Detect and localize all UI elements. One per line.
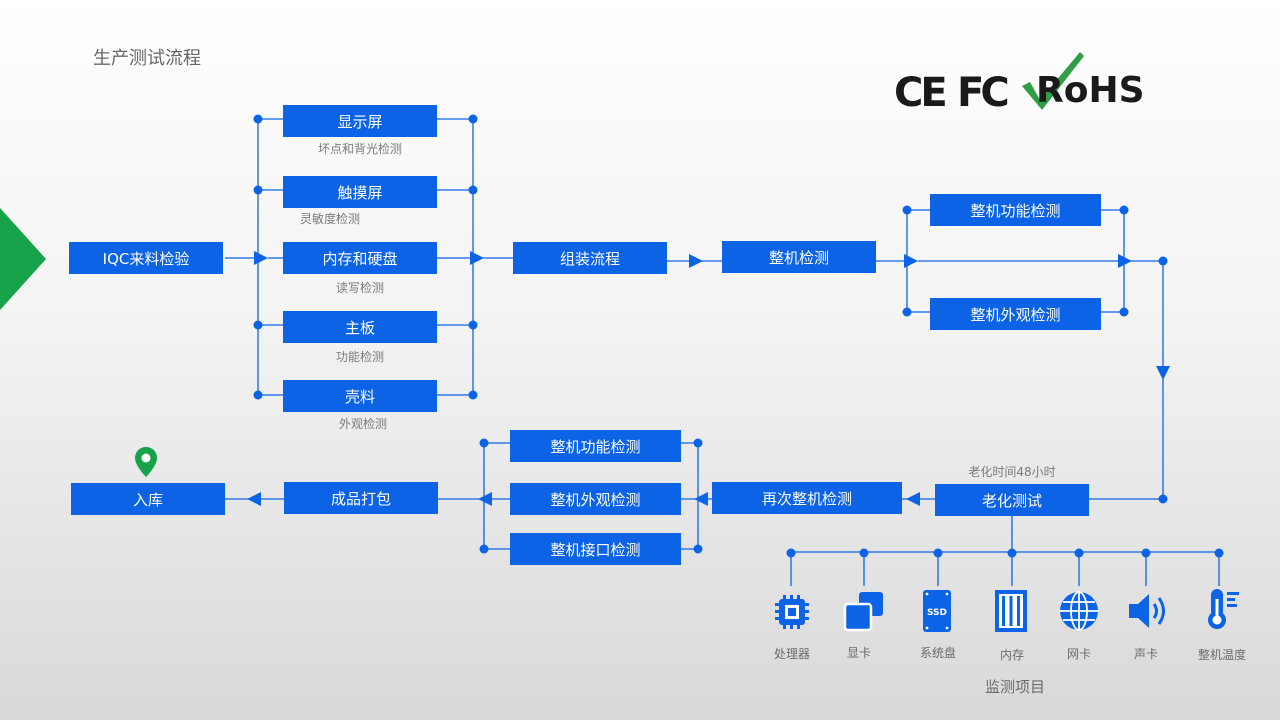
node-display-sub: 坏点和背光检测 [317, 142, 402, 156]
monitor-label-temperature: 整机温度 [1197, 648, 1246, 662]
ssd-icon: SSD [923, 590, 951, 632]
start-chevron [0, 208, 46, 310]
ce-logo: CE [894, 70, 948, 116]
monitor-label-gpu: 显卡 [846, 646, 871, 660]
thermometer-icon [1208, 589, 1239, 629]
node-board-sub: 功能检测 [335, 350, 384, 364]
node-func-check-2: 整机功能检测 [510, 430, 681, 462]
monitor-label-cpu: 处理器 [773, 647, 810, 661]
node-look-check-2: 整机外观检测 [510, 483, 681, 515]
rohs-logo: RoHS [1036, 70, 1145, 111]
gpu-icon [843, 592, 883, 632]
node-packing: 成品打包 [284, 482, 438, 514]
node-display: 显示屏 [283, 105, 437, 137]
node-storage: 入库 [71, 483, 225, 515]
node-port-check: 整机接口检测 [510, 533, 681, 565]
monitor-label-network: 网卡 [1066, 647, 1091, 661]
monitor-label-memory: 内存 [999, 648, 1024, 662]
node-assembly: 组装流程 [513, 242, 667, 274]
network-icon [1060, 591, 1098, 631]
ssd-badge: SSD [927, 608, 947, 618]
node-board: 主板 [283, 311, 437, 343]
check-icon [1022, 52, 1084, 110]
node-recheck: 再次整机检测 [712, 482, 902, 514]
node-iqc: IQC来料检验 [69, 242, 223, 274]
node-shell-sub: 外观检测 [338, 417, 387, 431]
cpu-icon [775, 595, 809, 629]
location-pin-icon [135, 447, 157, 477]
monitor-title: 监测项目 [985, 678, 1046, 696]
page-title: 生产测试流程 [93, 48, 201, 69]
monitor-label-speaker: 声卡 [1133, 647, 1158, 661]
node-touch: 触摸屏 [283, 176, 437, 208]
monitor-label-ssd: 系统盘 [919, 646, 956, 660]
node-touch-sub: 灵敏度检测 [299, 212, 360, 226]
node-memory: 内存和硬盘 [283, 242, 437, 274]
speaker-icon [1129, 594, 1165, 628]
node-aging-sub: 老化时间48小时 [968, 465, 1056, 479]
node-func-check-1: 整机功能检测 [930, 194, 1101, 226]
node-aging: 老化测试 [935, 484, 1089, 516]
node-whole-check: 整机检测 [722, 241, 876, 273]
fc-logo: FC [957, 70, 1010, 116]
node-shell: 壳料 [283, 380, 437, 412]
memory-icon [995, 590, 1027, 632]
node-look-check-1: 整机外观检测 [930, 298, 1101, 330]
node-memory-sub: 读写检测 [335, 281, 384, 295]
